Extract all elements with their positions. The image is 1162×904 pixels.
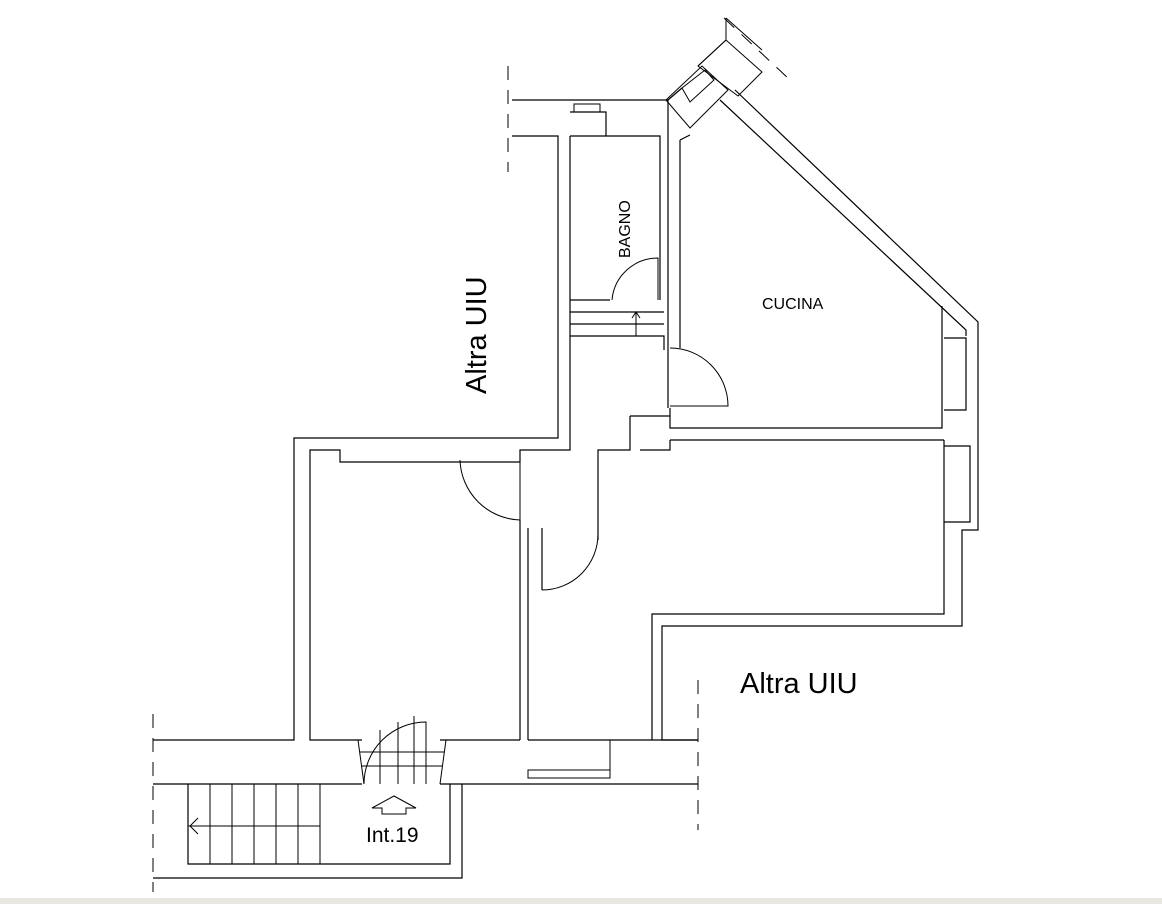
bottom-border bbox=[0, 898, 1162, 904]
entrance-label: Int.19 bbox=[366, 824, 419, 847]
axis-lines bbox=[152, 17, 791, 892]
neighbor-label-right: Altra UIU bbox=[740, 668, 858, 700]
walls bbox=[153, 17, 979, 879]
entrance-arrow bbox=[371, 795, 417, 815]
stair-steps bbox=[209, 784, 321, 864]
room-label-cucina: CUCINA bbox=[762, 296, 824, 313]
room-label-bagno: BAGNO bbox=[617, 200, 634, 258]
doors bbox=[357, 257, 729, 785]
neighbor-label-left: Altra UIU bbox=[461, 276, 493, 394]
